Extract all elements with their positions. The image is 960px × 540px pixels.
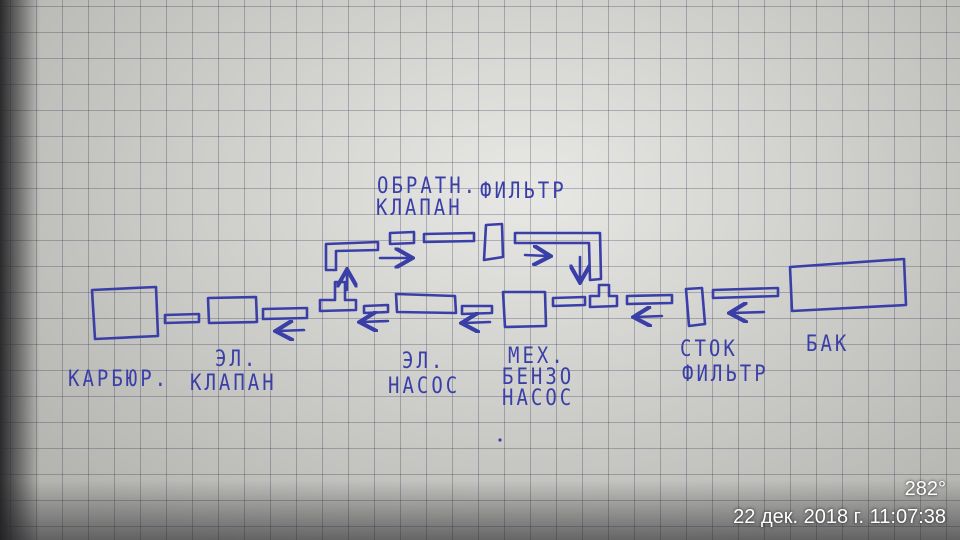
flow-arrow bbox=[362, 321, 390, 322]
label-el-valve-2: КЛАПАН bbox=[190, 370, 277, 396]
pipe-mech-tee bbox=[551, 295, 587, 308]
pipe-tee-pump bbox=[362, 303, 390, 315]
filter-top-box bbox=[482, 222, 505, 262]
return-line-right bbox=[513, 231, 603, 282]
flow-arrow bbox=[732, 312, 766, 313]
flow-arrow bbox=[278, 330, 306, 331]
label-carburetor: КАРБЮР. bbox=[68, 366, 170, 392]
label-el-pump-1: ЭЛ. bbox=[402, 348, 446, 374]
bottom-shadow bbox=[0, 480, 960, 540]
label-el-valve-1: ЭЛ. bbox=[215, 346, 259, 372]
flow-arrow bbox=[636, 316, 664, 317]
label-stock-filter-1: СТОК bbox=[680, 336, 738, 362]
label-check-valve-2: КЛАПАН bbox=[376, 195, 463, 221]
tee-left bbox=[318, 280, 358, 313]
pipe-carb-valve bbox=[163, 312, 201, 325]
pipe-valve-tee bbox=[261, 306, 309, 321]
label-tank: БАК bbox=[806, 331, 850, 357]
check-valve-box bbox=[388, 230, 416, 246]
stock-filter-box bbox=[684, 286, 707, 328]
pipe-pump-mech bbox=[460, 304, 494, 316]
pipe-tee-filter bbox=[625, 293, 674, 306]
carburetor-box bbox=[90, 285, 160, 341]
return-line-left bbox=[324, 240, 380, 272]
el-pump-box bbox=[394, 292, 458, 315]
timestamp: 22 дек. 2018 г. 11:07:38 bbox=[733, 506, 946, 528]
label-stock-filter-2: ФИЛЬТР bbox=[682, 361, 769, 387]
flow-arrow bbox=[523, 255, 548, 256]
pipe-filter-tank bbox=[711, 286, 780, 300]
label-filter-top: ФИЛЬТР bbox=[480, 178, 567, 204]
mech-pump-box bbox=[501, 290, 548, 329]
label-mech-pump-3: НАСОС bbox=[502, 385, 575, 411]
tee-right bbox=[588, 283, 619, 309]
label-mech-pump-1: МЕХ. bbox=[508, 343, 566, 369]
heading-readout: 282° bbox=[904, 478, 946, 500]
label-check-valve-1: ОБРАТН. bbox=[377, 173, 479, 199]
edge-shadow bbox=[0, 0, 40, 540]
el-valve-box bbox=[206, 295, 259, 325]
ink-dot bbox=[498, 438, 502, 442]
label-mech-pump-2: БЕНЗО bbox=[502, 364, 575, 390]
tank-box bbox=[788, 257, 908, 313]
pipe-check-filter bbox=[422, 231, 476, 244]
label-el-pump-2: НАСОС bbox=[388, 373, 461, 399]
flow-arrow bbox=[464, 322, 492, 323]
